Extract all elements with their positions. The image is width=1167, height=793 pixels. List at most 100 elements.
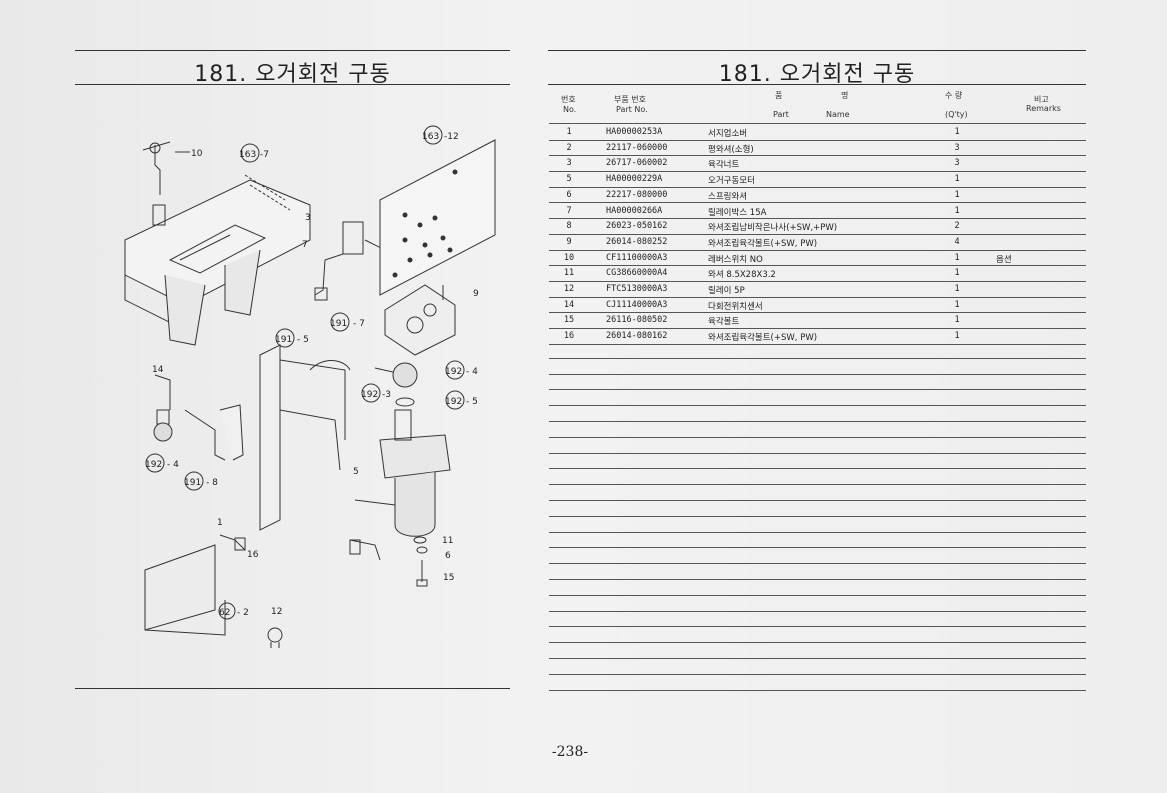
quantity: 1 xyxy=(954,174,960,185)
part-number: HA00000229A xyxy=(606,174,663,185)
header-name-ko-1: 품 xyxy=(775,91,783,100)
callout-62-2: 62 xyxy=(219,608,230,618)
row-number: 9 xyxy=(566,236,572,247)
header-remarks-en: Remarks xyxy=(1026,104,1061,113)
blank-line xyxy=(549,484,1086,486)
row-number: 7 xyxy=(566,205,572,216)
mount-plate-drawing xyxy=(124,179,311,306)
back-plate-drawing xyxy=(379,139,496,296)
blank-line xyxy=(549,689,1086,691)
callout-11: 11 xyxy=(442,536,453,546)
quantity: 1 xyxy=(954,315,960,326)
blank-line xyxy=(549,658,1086,659)
row-number: 2 xyxy=(566,142,572,153)
part-number: 26116-080502 xyxy=(606,315,668,326)
blank-line xyxy=(549,373,1086,375)
part-name: 서지업소버 xyxy=(708,129,748,139)
part-number: CJ11140000A3 xyxy=(606,299,668,310)
quantity: 2 xyxy=(954,221,960,232)
part-name: 오거구동모터 xyxy=(708,176,755,187)
quantity: 1 xyxy=(954,299,960,310)
callout-192-3: 192 xyxy=(361,390,378,400)
part-name: 와셔 8.5X28X3.2 xyxy=(708,270,776,281)
exploded-parts-diagram: 10 163 -7 163 -12 3 7 9 191 - 7 191 - 5 … xyxy=(124,125,496,648)
callout-5: 5 xyxy=(353,467,359,477)
row-number: 5 xyxy=(566,174,572,185)
blank-line xyxy=(549,389,1086,391)
blank-line xyxy=(549,531,1086,533)
right-title-bottom-rule xyxy=(548,84,1086,85)
blank-line xyxy=(549,405,1086,407)
part-name: 레버스위치 NO xyxy=(708,254,763,265)
table-row: 14 CJ11140000A3 다회전위치센서 1 xyxy=(549,297,1086,314)
header-divider xyxy=(549,123,1086,124)
blank-line xyxy=(549,515,1086,517)
part-name: 릴레이박스 15A xyxy=(708,207,767,218)
header-qty-ko: 수 량 xyxy=(945,91,963,100)
callout-163-12-suffix: -12 xyxy=(444,132,459,142)
callout-10: 10 xyxy=(191,149,203,159)
header-remarks-ko: 비고 xyxy=(1034,95,1049,104)
header-no-en: No. xyxy=(563,105,577,114)
header-name-en-2: Name xyxy=(826,110,850,119)
part-name: 릴레이 5P xyxy=(708,286,745,296)
part-number: 26014-080162 xyxy=(606,331,668,342)
part-name: 스프링와셔 xyxy=(708,191,748,202)
blank-line xyxy=(549,500,1086,501)
relay-box-drawing xyxy=(342,221,364,255)
quantity: 3 xyxy=(954,142,960,153)
quantity: 1 xyxy=(954,284,960,294)
header-part-ko: 부품 번호 xyxy=(614,95,646,104)
part-number: 26023-050162 xyxy=(606,221,668,232)
header-qty-en: (Q'ty) xyxy=(945,110,968,119)
gearbox-cover-drawing xyxy=(384,284,456,356)
blank-line xyxy=(549,436,1086,438)
quantity: 1 xyxy=(954,127,960,137)
blank-line xyxy=(549,673,1086,675)
callout-6: 6 xyxy=(445,551,451,561)
row-number: 14 xyxy=(563,299,575,310)
quantity: 1 xyxy=(954,331,960,342)
blank-line xyxy=(549,594,1086,596)
callout-191-8-suffix: - 8 xyxy=(206,478,218,488)
left-title-top-rule xyxy=(75,50,510,51)
blank-line xyxy=(549,610,1086,612)
callout-62-2-suffix: - 2 xyxy=(237,608,249,618)
quantity: 1 xyxy=(954,252,960,263)
callout-14: 14 xyxy=(152,365,164,375)
callout-192-4-left-suffix: - 4 xyxy=(167,460,179,470)
blank-line xyxy=(549,452,1086,454)
quantity: 3 xyxy=(954,158,960,169)
lower-panel-drawing xyxy=(144,544,216,631)
callout-192-4: 192 xyxy=(445,367,462,377)
part-number: FTC5130000A3 xyxy=(606,284,668,294)
part-name: 와셔조립남비작은나사(+SW,+PW) xyxy=(708,223,838,234)
auger-motor-drawing xyxy=(379,434,451,479)
right-page-title: 181. 오거회전 구동 xyxy=(718,62,916,87)
row-number: 10 xyxy=(563,252,575,263)
header-no-ko: 번호 xyxy=(561,95,576,104)
callout-163-7: 163 xyxy=(239,150,256,160)
part-number: CF11100000A3 xyxy=(606,252,668,263)
bracket-drawing xyxy=(259,344,281,531)
part-name: 평와셔(소형) xyxy=(708,144,754,155)
row-number: 6 xyxy=(566,189,572,200)
part-name: 다회전위치센서 xyxy=(708,301,763,312)
callout-191-7-suffix: - 7 xyxy=(353,319,365,329)
blank-line xyxy=(549,563,1086,565)
page-number: -238- xyxy=(551,744,589,760)
part-name: 와셔조립육각볼트(+SW, PW) xyxy=(708,333,818,344)
callout-192-4-suffix: - 4 xyxy=(466,367,478,377)
part-number: HA00000253A xyxy=(606,127,663,137)
